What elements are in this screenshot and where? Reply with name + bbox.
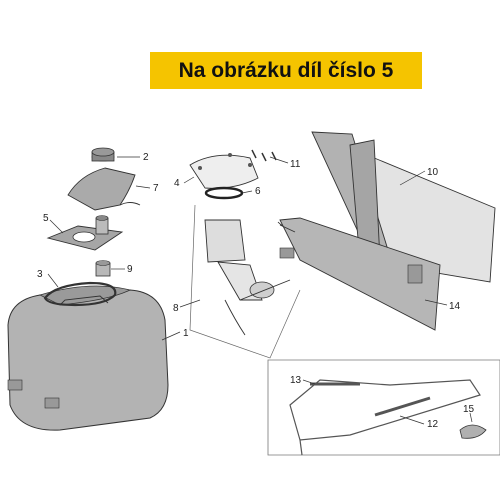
callout-7: 7	[153, 183, 159, 194]
part-6-oring[interactable]	[204, 186, 244, 200]
callout-5: 5	[43, 213, 49, 224]
callout-10: 10	[427, 167, 439, 178]
part-7-bracket[interactable]	[67, 167, 141, 211]
part-3-gasket[interactable]	[43, 281, 117, 307]
callout-14: 14	[449, 301, 461, 312]
callout-2: 2	[143, 152, 149, 163]
part-11-screws[interactable]	[251, 149, 277, 162]
callout-13: 13	[290, 375, 302, 386]
callout-15: 15	[463, 404, 475, 415]
part-number-banner: Na obrázku díl číslo 5	[150, 52, 422, 89]
callout-3: 3	[37, 269, 43, 280]
part-8-fuel-pump[interactable]	[189, 204, 301, 359]
callout-8: 8	[173, 303, 179, 314]
callout-9: 9	[127, 264, 133, 275]
part-14-lower-panel[interactable]	[279, 217, 441, 331]
part-9-fitting[interactable]	[95, 260, 111, 277]
callout-12: 12	[427, 419, 439, 430]
part-4-plate[interactable]	[189, 153, 259, 189]
callout-4: 4	[174, 178, 180, 189]
callout-1: 1	[183, 328, 189, 339]
leader-lines	[47, 156, 473, 425]
callout-6: 6	[255, 186, 261, 197]
part-5-flange[interactable]	[46, 215, 124, 251]
detail-box	[267, 359, 500, 456]
part-15-small-plate[interactable]	[459, 424, 487, 439]
callout-11: 11	[290, 159, 301, 170]
part-1-fuel-tank[interactable]	[7, 285, 169, 431]
part-2-cap[interactable]	[91, 147, 115, 162]
